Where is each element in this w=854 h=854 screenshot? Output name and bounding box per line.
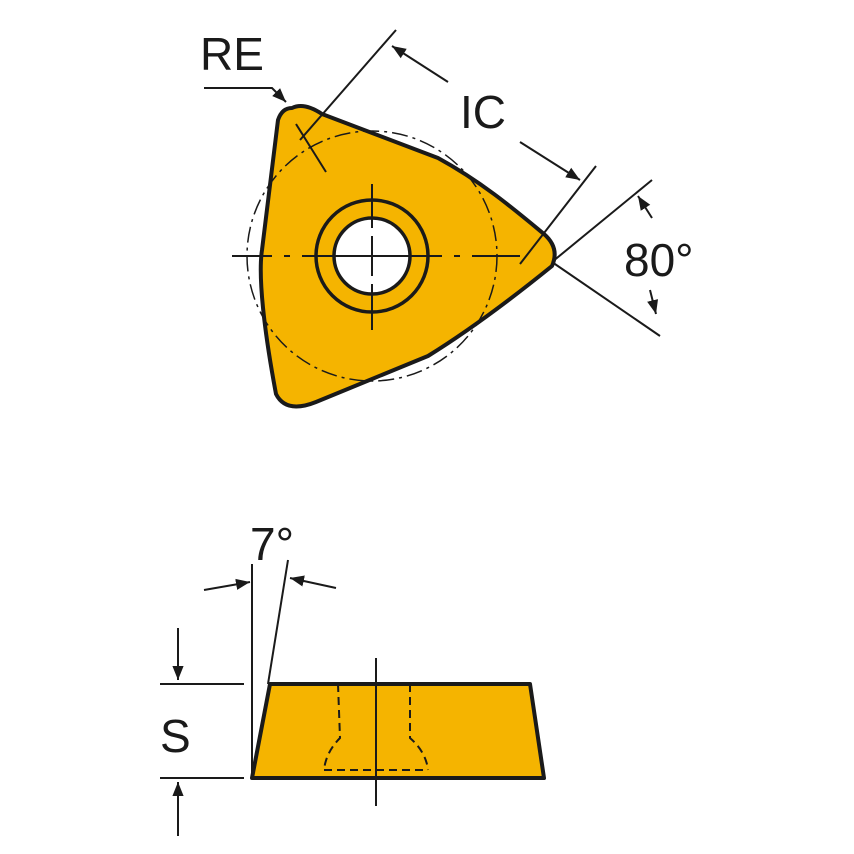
angle-label: 80° <box>624 234 694 286</box>
angle-line-lower <box>551 261 661 337</box>
center-lines <box>232 184 520 330</box>
angle-line-upper <box>551 179 653 263</box>
clearance-arrow-right <box>289 575 337 589</box>
angle-arrow-upper <box>637 195 653 219</box>
clearance-inclined <box>267 559 289 685</box>
thickness-label: S <box>160 710 191 762</box>
ic-label: IC <box>460 86 506 138</box>
re-radius-line <box>295 123 327 173</box>
ic-arrow-2 <box>519 141 581 181</box>
insert-side-body <box>250 682 546 780</box>
top-view: RE IC 80° <box>200 28 694 409</box>
re-label: RE <box>200 28 264 80</box>
clearance-label: 7° <box>250 518 294 570</box>
angle-arrow-lower <box>647 289 659 315</box>
re-leader <box>204 87 287 103</box>
clearance-arrow-left <box>203 578 251 591</box>
ic-extension-1 <box>299 29 397 141</box>
ic-extension-2 <box>519 165 597 265</box>
ic-arrow-1 <box>391 45 449 83</box>
side-view: 7° S <box>160 518 546 836</box>
